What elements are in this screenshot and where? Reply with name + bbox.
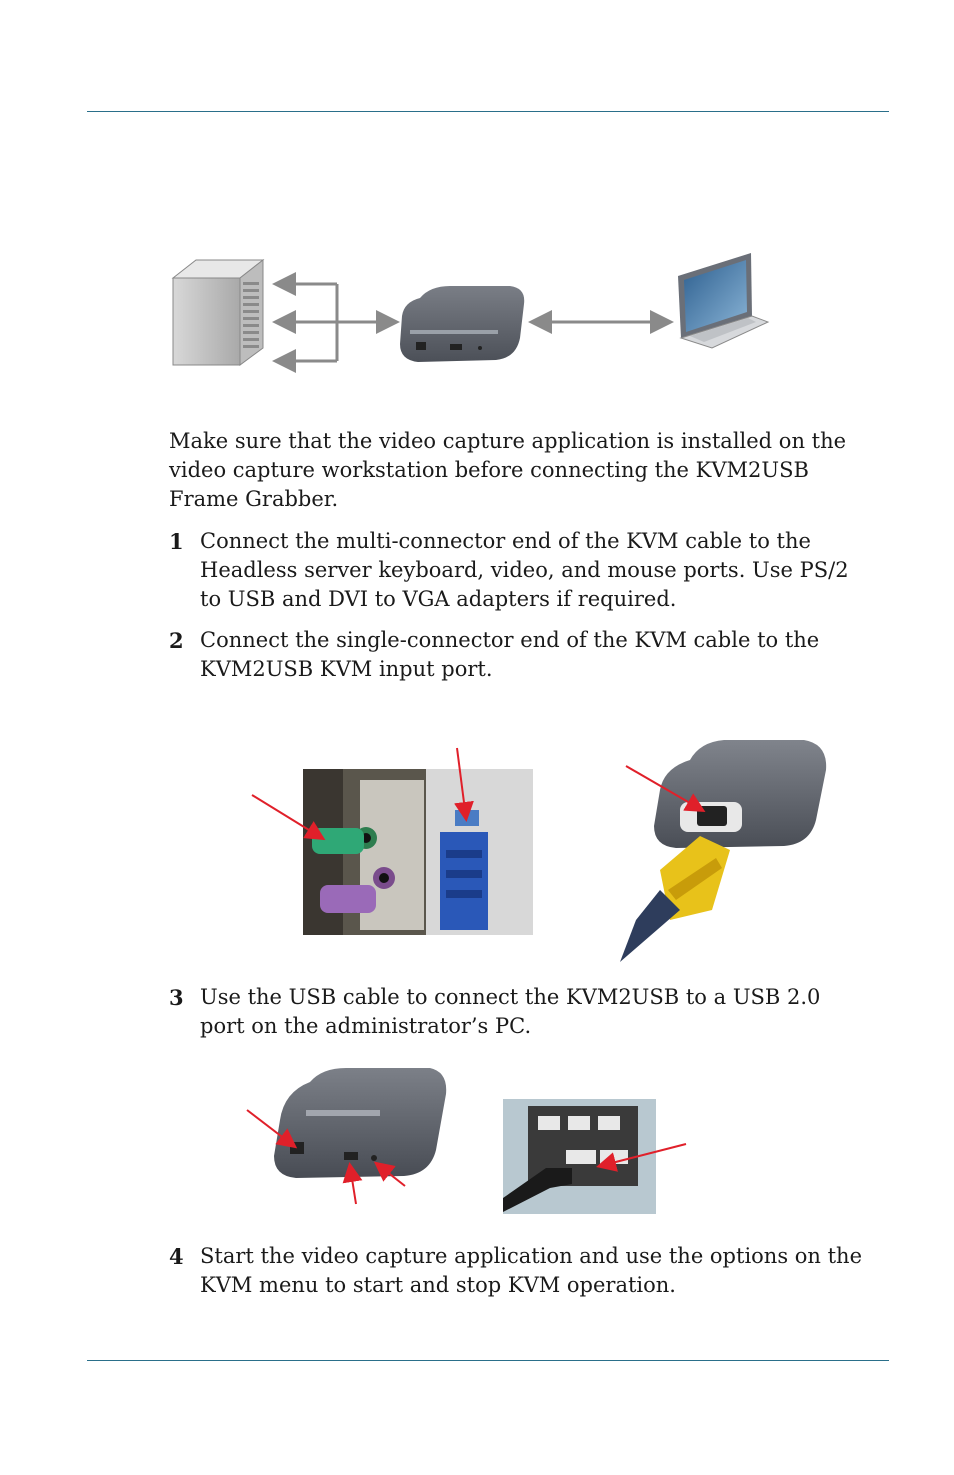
arrow-vga-port [454,747,474,822]
step-number: 3 [169,985,184,1010]
arrow-device-port [246,1109,298,1149]
step-text: Connect the multi-connector end of the K… [200,529,849,611]
laptop-icon [678,253,770,349]
arrow-kvm-input [625,765,706,813]
intro-paragraph: Make sure that the video capture applica… [169,429,847,511]
step-number: 4 [169,1244,184,1269]
step-text: Use the USB cable to connect the KVM2USB… [200,985,821,1038]
arrow-led [373,1161,406,1187]
server-ports-photo [303,769,533,935]
arrow-mini-usb [342,1162,363,1205]
kvm-cable-photos [251,740,827,962]
pc-usb-port-photo [503,1099,656,1214]
kvm2usb-usb-port-photo [274,1068,447,1178]
usb-connection-photos [246,1068,687,1214]
step-number: 1 [169,529,184,554]
server-tower-icon [171,258,265,366]
step-text: Connect the single-connector end of the … [200,628,820,681]
arrow-ps2-port [251,794,326,841]
kvm-cable-lines [272,272,674,373]
header-rule [87,111,889,112]
step-number: 2 [169,628,184,653]
kvm2usb-input-photo [620,740,827,962]
kvm2usb-device-icon [400,286,525,362]
step-text: Start the video capture application and … [200,1244,863,1297]
footer-rule [87,1360,889,1361]
arrow-pc-usb [596,1143,687,1172]
connection-diagram [171,253,770,373]
